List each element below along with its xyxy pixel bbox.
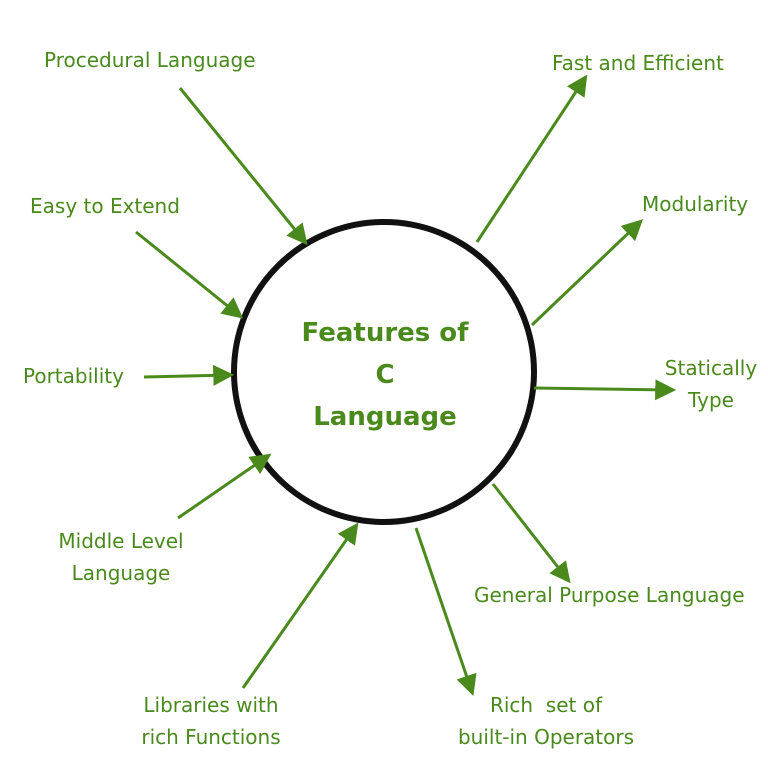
label-operators-line-1: Rich set of (489, 693, 603, 717)
label-general-purpose-language: General Purpose Language (474, 583, 745, 607)
center-title: Features of C Language (260, 312, 510, 438)
label-portability: Portability (23, 364, 124, 388)
arrow-middle (177, 453, 272, 520)
label-middle-level-line-1: Middle Level (58, 529, 184, 553)
arrow-static (533, 379, 677, 401)
label-middle-level-line-2: Language (71, 561, 171, 585)
arrow-procedural (178, 87, 308, 246)
arrow-libraries (241, 522, 359, 689)
arrow-general (491, 483, 571, 584)
label-procedural-language: Procedural Language (44, 48, 256, 72)
center-title-line-1: Features of (301, 318, 469, 348)
label-easy-to-extend: Easy to Extend (30, 194, 180, 218)
label-libraries-line-2: rich Functions (141, 725, 281, 749)
arrow-operators (414, 527, 477, 696)
label-libraries-line-1: Libraries with (143, 693, 279, 717)
center-title-line-2: C (375, 360, 395, 390)
label-libraries-with-rich-functions: Libraries with rich Functions (128, 689, 294, 753)
label-middle-level-language: Middle Level Language (48, 525, 194, 589)
arrow-fast (475, 74, 588, 243)
label-statically-type-line-1: Statically (664, 356, 758, 380)
label-statically-type: Statically Type (656, 352, 766, 416)
arrow-modularity (530, 219, 644, 327)
arrow-portability (143, 364, 235, 386)
label-operators-line-2: built-in Operators (457, 725, 635, 749)
label-modularity: Modularity (642, 192, 749, 216)
label-rich-set-of-operators: Rich set of built-in Operators (442, 689, 650, 753)
label-statically-type-line-2: Type (688, 388, 734, 412)
center-title-line-3: Language (313, 402, 457, 432)
label-fast-and-efficient: Fast and Efficient (552, 51, 724, 75)
arrow-extend (135, 230, 244, 319)
